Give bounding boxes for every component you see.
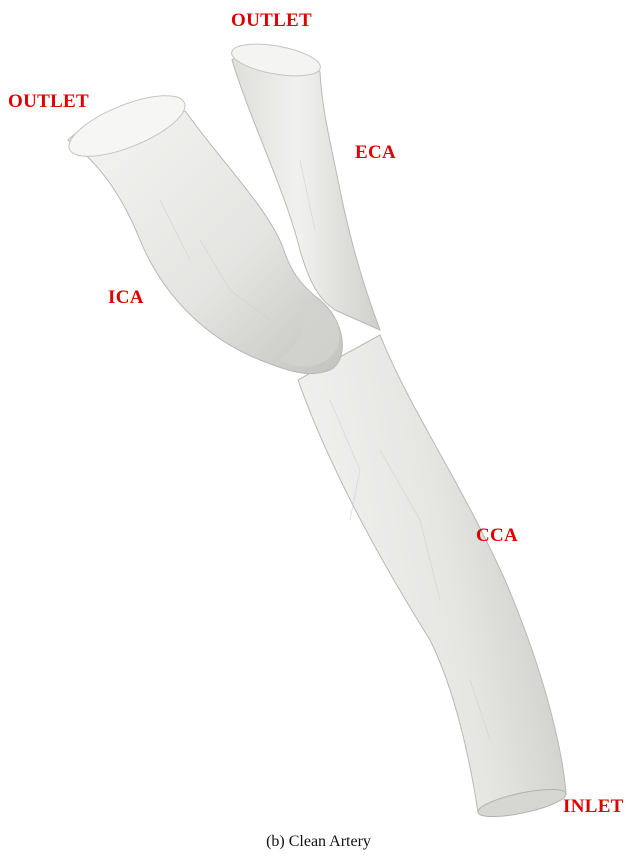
outlet-top-label: OUTLET (231, 10, 312, 32)
figure-caption: (b) Clean Artery (0, 833, 637, 851)
cca-vessel (298, 335, 566, 812)
inlet-label: INLET (563, 796, 624, 818)
artery-model (0, 0, 637, 820)
outlet-left-label: OUTLET (8, 91, 89, 113)
cca-label: CCA (476, 525, 518, 547)
eca-label: ECA (355, 142, 396, 164)
ica-label: ICA (108, 287, 144, 309)
